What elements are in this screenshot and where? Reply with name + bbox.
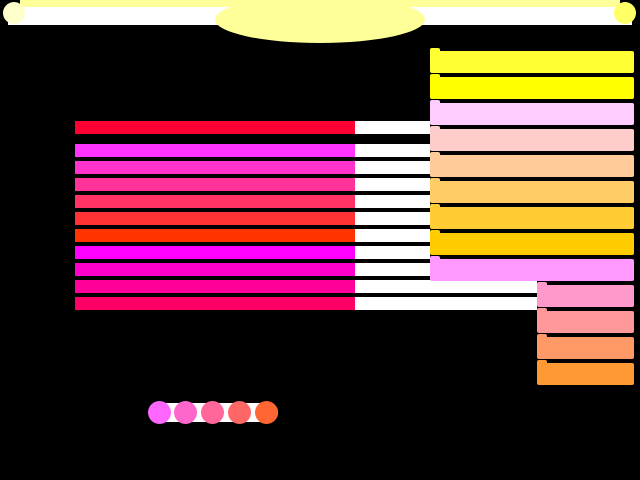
- color-dot[interactable]: [255, 401, 278, 424]
- list-row[interactable]: [75, 212, 355, 225]
- panel-tab: [430, 126, 440, 132]
- folder-panel[interactable]: [430, 178, 634, 203]
- panel-tab: [537, 282, 547, 288]
- panel-tab: [430, 178, 440, 184]
- panel-tab: [430, 230, 440, 236]
- list-row[interactable]: [75, 195, 355, 208]
- list-row[interactable]: [75, 246, 355, 259]
- list-row[interactable]: [75, 121, 355, 134]
- small-folder-panel[interactable]: [537, 360, 634, 385]
- row-connector: [355, 263, 430, 276]
- row-connector: [355, 229, 430, 242]
- center-oval[interactable]: [215, 0, 425, 43]
- color-dot[interactable]: [174, 401, 197, 424]
- row-connector: [355, 297, 537, 310]
- left-knob[interactable]: [3, 2, 25, 24]
- panel-tab: [430, 152, 440, 158]
- list-row[interactable]: [75, 161, 355, 174]
- list-row[interactable]: [75, 178, 355, 191]
- panel-tab: [430, 204, 440, 210]
- list-row[interactable]: [75, 144, 355, 157]
- color-dot[interactable]: [148, 401, 171, 424]
- row-connector: [355, 121, 430, 134]
- row-connector: [355, 178, 430, 191]
- panel-tab: [537, 308, 547, 314]
- small-folder-panel[interactable]: [537, 282, 634, 307]
- row-connector: [355, 280, 537, 293]
- folder-panel[interactable]: [430, 230, 634, 255]
- color-dot[interactable]: [201, 401, 224, 424]
- right-knob[interactable]: [614, 2, 636, 24]
- panel-tab: [537, 360, 547, 366]
- folder-panel[interactable]: [430, 152, 634, 177]
- small-folder-panel[interactable]: [537, 334, 634, 359]
- row-connector: [355, 195, 430, 208]
- panel-tab: [430, 74, 440, 80]
- list-row[interactable]: [75, 229, 355, 242]
- folder-panel[interactable]: [430, 204, 634, 229]
- row-connector: [355, 212, 430, 225]
- folder-panel[interactable]: [430, 100, 634, 125]
- list-row[interactable]: [75, 297, 355, 310]
- list-row[interactable]: [75, 263, 355, 276]
- folder-panel[interactable]: [430, 74, 634, 99]
- panel-tab: [430, 256, 440, 262]
- folder-panel[interactable]: [430, 126, 634, 151]
- list-row[interactable]: [75, 280, 355, 293]
- panel-tab: [430, 48, 440, 54]
- row-connector: [355, 246, 430, 259]
- folder-panel[interactable]: [430, 256, 634, 281]
- row-connector: [355, 161, 430, 174]
- small-folder-panel[interactable]: [537, 308, 634, 333]
- panel-tab: [537, 334, 547, 340]
- panel-tab: [430, 100, 440, 106]
- color-dot[interactable]: [228, 401, 251, 424]
- row-connector: [355, 144, 430, 157]
- folder-panel[interactable]: [430, 48, 634, 73]
